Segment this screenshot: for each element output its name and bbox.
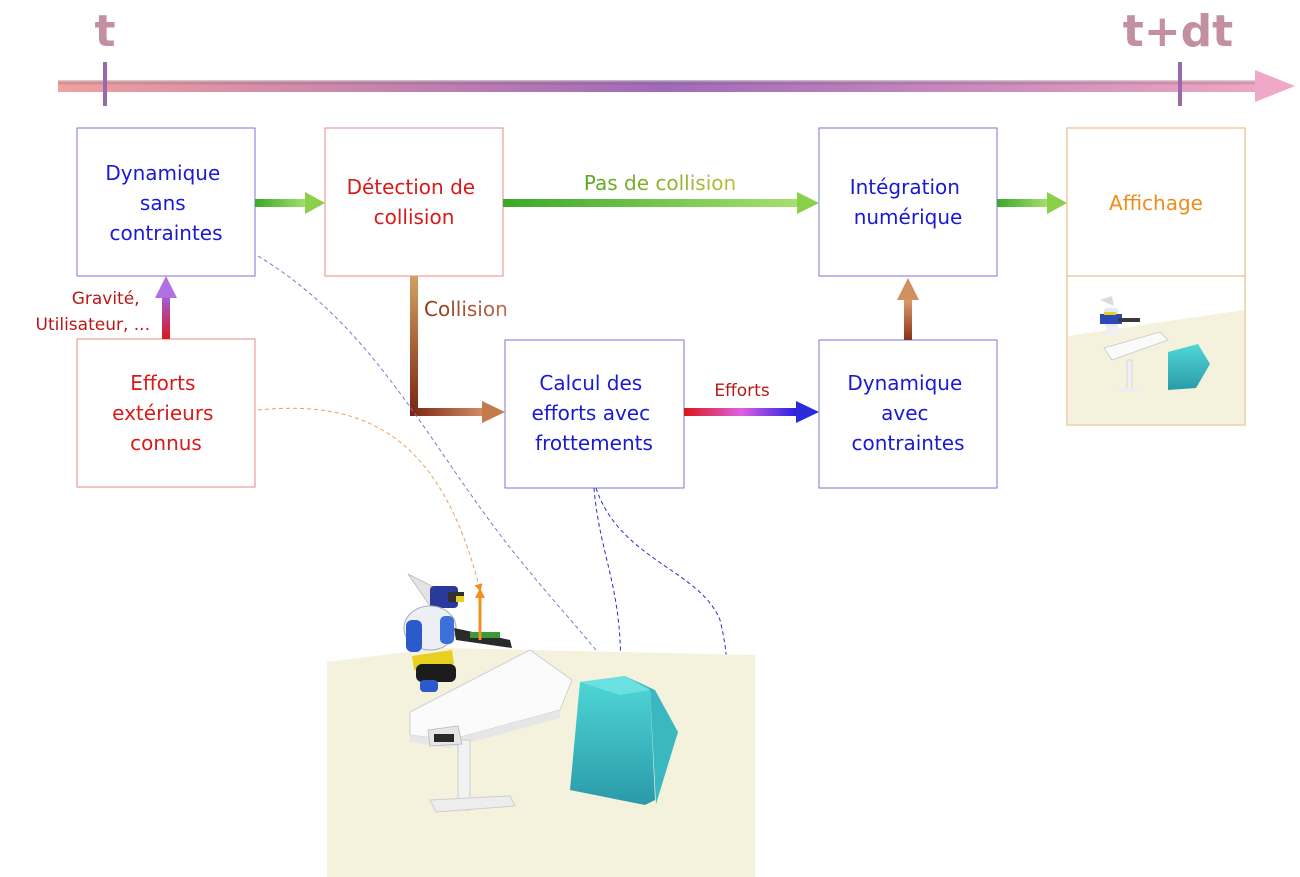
box-dyn-constr-line1: Dynamique	[847, 371, 962, 395]
box-integration-line2: numérique	[854, 205, 963, 229]
timeline-arrowhead	[1255, 70, 1295, 102]
box-dynamique-sans-contraintes: Dynamique sans contraintes	[76, 127, 256, 277]
svg-text:Intégration numérique: Intégration numérique	[850, 175, 967, 229]
box-collision-line1: Détection de	[347, 175, 476, 199]
svg-text:Dynamique sans con: Dynamique sans contraintes	[105, 161, 226, 245]
box-dyn-constr-line2: avec	[881, 401, 928, 425]
timeline-start-label: t	[94, 6, 115, 57]
arrow-gravity	[155, 276, 177, 339]
timeline: t t+dt	[58, 6, 1295, 106]
box-integration-line1: Intégration	[850, 175, 960, 199]
label-pas-de-collision: Pas de collision	[584, 171, 736, 195]
box-display-label: Affichage	[1109, 191, 1203, 215]
thumbnail-table-top	[1103, 331, 1169, 361]
label-collision: Collision	[424, 297, 508, 321]
svg-text:Détection de collision: Détection de collision	[347, 175, 482, 229]
thumbnail-cube	[1168, 344, 1210, 390]
robot-table-cube-scene	[327, 573, 755, 877]
arrow-integration-to-display	[997, 192, 1067, 214]
box-collision-line2: collision	[374, 205, 455, 229]
arrow-dyn-to-collision	[255, 192, 325, 214]
timeline-end-label: t+dt	[1123, 6, 1233, 57]
robot-table-cube-thumbnail	[1068, 296, 1244, 424]
box-integration-numerique: Intégration numérique	[818, 127, 998, 277]
scene-robot	[403, 573, 512, 747]
box-force-calc-line1: Calcul des	[539, 371, 642, 395]
svg-text:Dynamique avec con: Dynamique avec contraintes	[847, 371, 968, 455]
box-ext-forces-line1: Efforts	[130, 371, 195, 395]
svg-text:Calcul des efforts avec: Calcul des efforts avec frottements	[532, 371, 657, 455]
box-force-calc-line3: frottements	[535, 431, 653, 455]
box-ext-forces-line3: connus	[130, 431, 202, 455]
svg-text:Gravité, Utilisateur, ...: Gravité, Utilisateur, ...	[36, 289, 150, 335]
arrow-dyn-constrained-to-integration	[897, 278, 919, 340]
thumbnail-robot	[1100, 296, 1140, 336]
box-dyn-constr-line3: contraintes	[851, 431, 964, 455]
arrow-no-collision	[503, 192, 819, 214]
box-dynamique-avec-contraintes: Dynamique avec contraintes	[818, 339, 998, 489]
box-efforts-exterieurs: Efforts extérieurs connus	[76, 338, 256, 488]
label-efforts: Efforts	[714, 381, 770, 401]
box-dyn-free-line1: Dynamique	[105, 161, 220, 185]
arrow-collision-branch	[410, 276, 505, 423]
box-dyn-free-line3: contraintes	[109, 221, 222, 245]
label-utilisateur: Utilisateur, ...	[36, 315, 150, 335]
box-calcul-efforts: Calcul des efforts avec frottements	[504, 339, 685, 489]
box-force-calc-line2: efforts avec	[532, 401, 651, 425]
scene-cube	[570, 676, 678, 805]
dashed-leader-forces	[257, 407, 483, 592]
box-ext-forces-line2: extérieurs	[112, 401, 213, 425]
scene-table-foot	[429, 795, 516, 813]
thumbnail-table-leg	[1126, 359, 1133, 391]
box-dyn-free-line2: sans	[140, 191, 186, 215]
label-gravite: Gravité,	[72, 289, 140, 309]
dashed-leader-dyn-free	[257, 255, 626, 691]
svg-text:Efforts extérieurs: Efforts extérieurs connus	[112, 371, 220, 455]
box-detection-collision: Détection de collision	[324, 127, 504, 277]
arrow-efforts	[684, 401, 819, 423]
